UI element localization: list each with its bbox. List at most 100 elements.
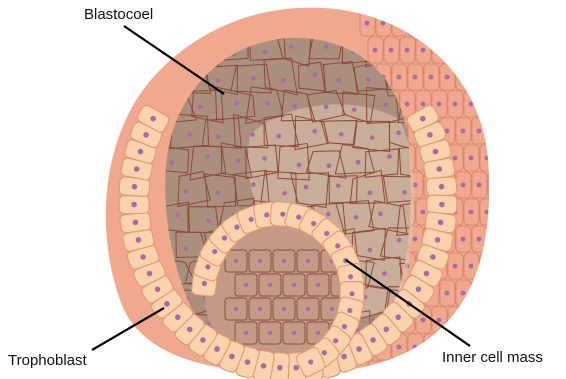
back-cell xyxy=(472,10,487,36)
cell-nucleus xyxy=(198,105,203,110)
cell-nucleus xyxy=(389,372,394,377)
cell-nucleus xyxy=(453,318,458,323)
cell-nucleus xyxy=(424,355,429,360)
back-cell xyxy=(480,307,495,333)
cell-nucleus xyxy=(265,101,270,106)
back-cell xyxy=(456,64,471,90)
cell-nucleus xyxy=(477,291,482,296)
cell-nucleus xyxy=(316,331,320,335)
back-cell xyxy=(496,37,511,63)
back-cell xyxy=(464,37,479,63)
cell-nucleus xyxy=(184,247,189,252)
cell-nucleus xyxy=(327,163,332,168)
cell-nucleus xyxy=(453,156,458,161)
cell-nucleus xyxy=(493,291,498,296)
cell-nucleus xyxy=(413,237,418,242)
cell-nucleus xyxy=(493,21,498,26)
cell-nucleus xyxy=(501,210,506,215)
cell-nucleus xyxy=(493,75,498,80)
cell-nucleus xyxy=(461,75,466,80)
cell-nucleus xyxy=(421,372,426,377)
back-cell xyxy=(464,307,479,333)
cell-nucleus xyxy=(477,183,482,188)
back-cell xyxy=(488,64,503,90)
cell-nucleus xyxy=(324,44,329,49)
back-cell xyxy=(496,253,511,279)
cell-nucleus xyxy=(234,259,238,263)
cell-nucleus xyxy=(469,156,474,161)
cell-nucleus xyxy=(397,21,402,26)
cell-nucleus xyxy=(282,259,286,263)
cell-nucleus xyxy=(316,283,320,287)
cell-nucleus xyxy=(421,210,426,215)
back-cell xyxy=(488,10,503,36)
cell-nucleus xyxy=(368,248,373,253)
cell-nucleus xyxy=(461,291,466,296)
cell-nucleus xyxy=(368,190,373,195)
cell-nucleus xyxy=(421,102,426,107)
cell-nucleus xyxy=(501,156,506,161)
cell-nucleus xyxy=(268,283,272,287)
cell-nucleus xyxy=(469,318,474,323)
cell-nucleus xyxy=(289,44,294,49)
back-cell xyxy=(400,361,415,379)
cell-nucleus xyxy=(365,21,370,26)
cell-nucleus xyxy=(469,102,474,107)
cell-nucleus xyxy=(461,129,466,134)
cell-nucleus xyxy=(373,372,378,377)
cell-nucleus xyxy=(405,372,410,377)
cell-nucleus xyxy=(437,318,442,323)
trophoblast-cell xyxy=(426,176,457,196)
cell-nucleus xyxy=(336,183,341,188)
cell-nucleus xyxy=(384,102,389,107)
cell-nucleus xyxy=(244,283,248,287)
cell-nucleus xyxy=(469,264,474,269)
back-cell xyxy=(384,361,399,379)
cell-nucleus xyxy=(477,129,482,134)
cell-nucleus xyxy=(244,331,248,335)
cell-nucleus xyxy=(373,48,378,53)
cell-nucleus xyxy=(445,291,450,296)
cell-nucleus xyxy=(324,105,329,110)
cell-nucleus xyxy=(356,160,361,165)
cell-nucleus xyxy=(461,183,466,188)
cell-nucleus xyxy=(485,264,490,269)
cell-nucleus xyxy=(304,185,309,190)
cell-nucleus xyxy=(437,102,442,107)
back-cell xyxy=(424,334,439,360)
cell-nucleus xyxy=(405,48,410,53)
cell-nucleus xyxy=(445,75,450,80)
cell-nucleus xyxy=(485,102,490,107)
cell-nucleus xyxy=(292,331,296,335)
cell-nucleus xyxy=(281,78,286,83)
cell-nucleus xyxy=(313,72,318,77)
cell-nucleus xyxy=(366,77,371,82)
cell-nucleus xyxy=(429,75,434,80)
cell-nucleus xyxy=(381,21,386,26)
back-cell xyxy=(440,10,455,36)
cell-nucleus xyxy=(453,372,458,377)
cell-nucleus xyxy=(405,102,410,107)
cell-nucleus xyxy=(477,21,482,26)
inner-cell-mass-label: Inner cell mass xyxy=(442,349,543,366)
back-cell xyxy=(472,64,487,90)
back-cell xyxy=(488,280,503,306)
back-cell xyxy=(448,307,463,333)
cell-nucleus xyxy=(183,189,188,194)
cell-nucleus xyxy=(378,212,383,217)
cell-nucleus xyxy=(501,318,506,323)
cell-nucleus xyxy=(250,132,255,137)
cell-nucleus xyxy=(501,372,506,377)
cell-nucleus xyxy=(306,307,310,311)
cell-nucleus xyxy=(234,101,239,106)
cell-nucleus xyxy=(330,307,334,311)
cell-nucleus xyxy=(175,212,180,217)
back-cell xyxy=(432,37,447,63)
back-cell xyxy=(496,145,511,171)
cell-nucleus xyxy=(501,102,506,107)
cell-nucleus xyxy=(339,132,344,137)
back-cell xyxy=(480,253,495,279)
cell-nucleus xyxy=(485,372,490,377)
cell-nucleus xyxy=(312,129,317,134)
cell-nucleus xyxy=(262,156,267,161)
